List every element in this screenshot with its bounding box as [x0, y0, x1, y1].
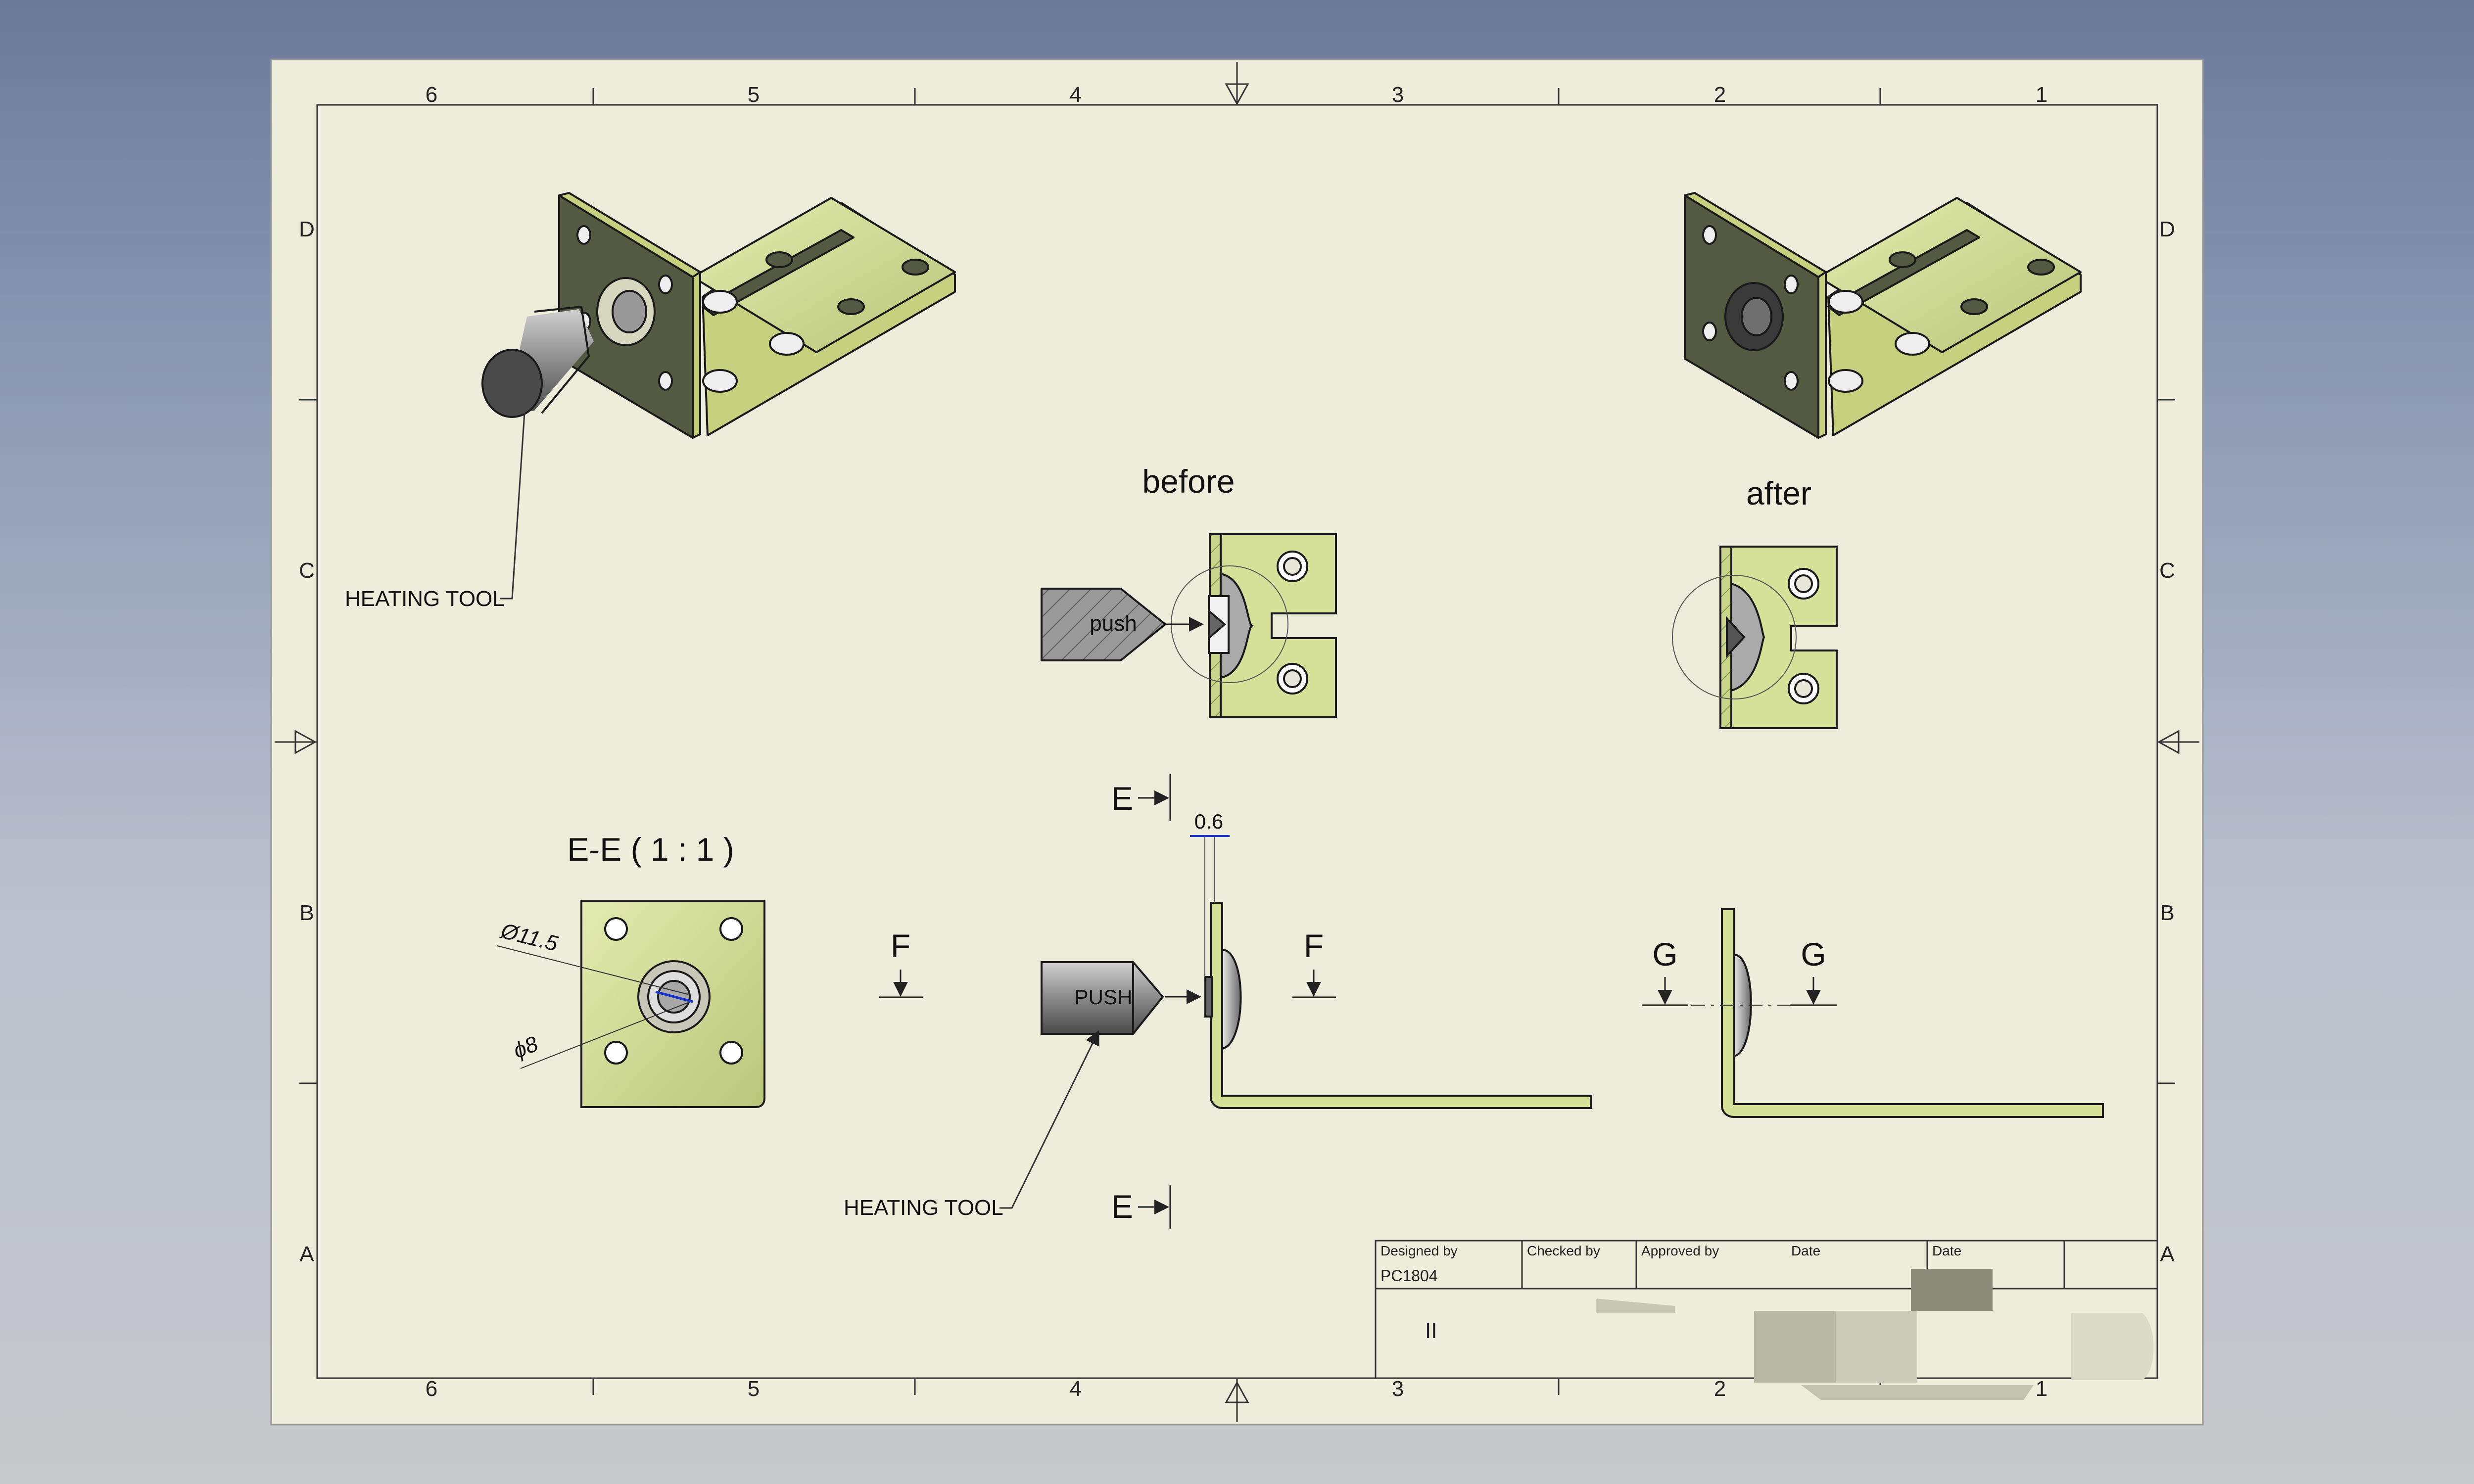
section-marker-f-right — [1292, 970, 1336, 998]
date-label-2: Date — [1932, 1243, 1961, 1258]
section-marker-f-left — [879, 970, 923, 998]
section-marker-e-bottom — [1138, 1185, 1171, 1229]
zone-row-right-b: B — [2160, 901, 2174, 925]
section-e-bottom-label: E — [1111, 1188, 1133, 1225]
zone-row-right-d: D — [2159, 217, 2175, 241]
zone-col-top-4: 3 — [1392, 83, 1404, 107]
zone-row-left-c: C — [299, 558, 315, 583]
section-f-right-label: F — [1304, 928, 1324, 964]
section-e-top-label: E — [1111, 780, 1133, 817]
before-view — [1041, 533, 1337, 718]
push-label-front: PUSH — [1075, 985, 1133, 1009]
heating-tool-leader-bottom — [999, 1030, 1099, 1209]
front-view-after — [1663, 908, 2104, 1118]
iso-view-after — [1684, 192, 2082, 439]
zone-col-top-3: 4 — [1070, 83, 1082, 107]
section-g-left-label: G — [1652, 936, 1677, 973]
drawing-title: II — [1425, 1319, 1437, 1343]
section-f-left-label: F — [891, 928, 910, 964]
zone-row-left-d: D — [299, 217, 315, 241]
zone-col-bottom-2: 5 — [748, 1377, 760, 1401]
section-marker-e-top — [1138, 774, 1171, 821]
heating-tool-label-top: HEATING TOOL — [345, 587, 505, 611]
designer-name: PC1804 — [1380, 1267, 1438, 1285]
section-g-right-label: G — [1801, 936, 1826, 973]
zone-col-bottom-3: 4 — [1070, 1377, 1082, 1401]
zone-col-bottom-6: 1 — [2036, 1377, 2047, 1401]
iso-view-before — [481, 192, 956, 439]
zone-col-bottom-5: 2 — [1714, 1377, 1726, 1401]
obscured-title-area — [1596, 1269, 2154, 1400]
zone-col-bottom-4: 3 — [1392, 1377, 1404, 1401]
zone-row-right-a: A — [2160, 1242, 2175, 1266]
designed-by-label: Designed by — [1380, 1243, 1458, 1258]
zone-col-bottom-1: 6 — [426, 1377, 437, 1401]
after-view — [1672, 546, 1838, 729]
zone-col-top-1: 6 — [426, 83, 437, 107]
section-marker-g-left — [1642, 977, 1688, 1006]
front-view-before — [1041, 835, 1592, 1109]
heating-tool-leader-top — [500, 413, 525, 600]
approved-by-label: Approved by — [1641, 1243, 1719, 1258]
section-marker-g-right — [1790, 977, 1837, 1006]
zone-col-top-5: 2 — [1714, 83, 1726, 107]
zone-col-top-2: 5 — [748, 83, 760, 107]
section-view-ee — [497, 900, 765, 1108]
heating-tool-label-bottom: HEATING TOOL — [844, 1196, 1003, 1220]
before-view-title: before — [1142, 463, 1235, 500]
date-label-1: Date — [1791, 1243, 1820, 1258]
push-label-before: push — [1090, 611, 1137, 636]
after-view-title: after — [1746, 475, 1811, 511]
gap-dimension: 0.6 — [1194, 810, 1223, 833]
checked-by-label: Checked by — [1527, 1243, 1600, 1258]
zone-col-top-6: 1 — [2036, 83, 2047, 107]
zone-row-right-c: C — [2159, 558, 2175, 583]
zone-row-left-b: B — [299, 901, 314, 925]
section-view-title: E-E ( 1 : 1 ) — [567, 831, 734, 868]
centering-marks — [275, 62, 2199, 1422]
zone-row-left-a: A — [299, 1242, 314, 1266]
